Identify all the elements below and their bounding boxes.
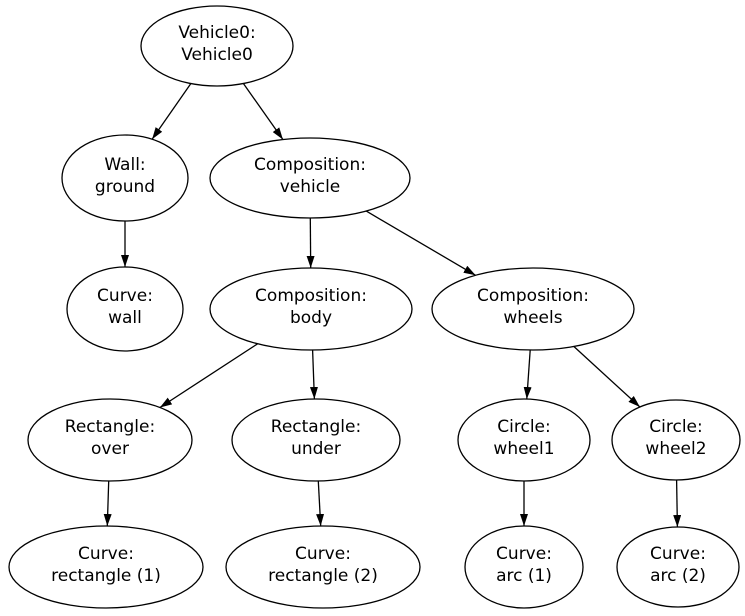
node-ellipse-circle-wheel1 (457, 398, 591, 482)
node-ellipse-curve-arc-2 (616, 526, 740, 608)
edge-composition-wheels-to-circle-wheel2 (573, 346, 641, 408)
node-label-line2-circle-wheel1: wheel1 (493, 439, 554, 459)
node-curve-rectangle-1: Curve:rectangle (1) (8, 525, 204, 609)
node-ellipse-curve-wall (66, 266, 184, 352)
node-composition-wheels: Composition:wheels (431, 267, 635, 351)
node-label-line1-curve-rectangle-2: Curve: (295, 544, 351, 564)
edge-vehicle0-to-composition-vehicle (242, 83, 284, 140)
edge-composition-body-to-rectangle-over (159, 343, 258, 409)
node-label-line2-curve-wall: wall (108, 308, 142, 328)
edge-composition-wheels-to-circle-wheel1 (523, 349, 532, 400)
node-label-line1-curve-rectangle-1: Curve: (78, 544, 134, 564)
edge-vehicle0-to-wall-ground (151, 83, 192, 140)
node-composition-vehicle: Composition:vehicle (209, 137, 411, 219)
node-ellipse-rectangle-over (27, 398, 193, 482)
node-curve-arc-1: Curve:arc (1) (464, 525, 584, 609)
node-ellipse-composition-body (209, 267, 413, 351)
edge-composition-body-to-rectangle-under (309, 349, 318, 400)
node-ellipse-composition-wheels (431, 267, 635, 351)
node-label-line2-curve-arc-2: arc (2) (650, 566, 706, 586)
node-label-line2-composition-body: body (290, 308, 332, 328)
node-label-line2-curve-arc-1: arc (1) (496, 566, 552, 586)
node-label-line1-rectangle-under: Rectangle: (271, 417, 361, 437)
node-curve-rectangle-2: Curve:rectangle (2) (225, 525, 421, 609)
node-ellipse-wall-ground (61, 134, 189, 222)
node-ellipse-rectangle-under (231, 398, 401, 482)
node-rectangle-over: Rectangle:over (27, 398, 193, 482)
node-vehicle0: Vehicle0:Vehicle0 (140, 5, 294, 87)
node-label-line1-rectangle-over: Rectangle: (65, 417, 155, 437)
node-label-line1-vehicle0: Vehicle0: (178, 23, 255, 43)
node-label-line1-composition-vehicle: Composition: (254, 155, 366, 175)
node-ellipse-composition-vehicle (209, 137, 411, 219)
node-ellipse-circle-wheel2 (611, 399, 741, 481)
node-label-line1-composition-wheels: Composition: (477, 286, 589, 306)
node-label-line1-circle-wheel2: Circle: (649, 417, 702, 437)
edge-composition-vehicle-to-composition-wheels (365, 210, 476, 276)
node-label-line2-curve-rectangle-1: rectangle (1) (51, 566, 161, 586)
node-label-line2-curve-rectangle-2: rectangle (2) (268, 566, 378, 586)
node-label-line1-circle-wheel1: Circle: (497, 417, 550, 437)
edge-layer (103, 83, 682, 528)
node-label-line1-composition-body: Composition: (255, 286, 367, 306)
node-ellipse-curve-rectangle-1 (8, 525, 204, 609)
node-wall-ground: Wall:ground (61, 134, 189, 222)
edge-rectangle-under-to-curve-rectangle-2 (316, 480, 325, 527)
node-label-line1-wall-ground: Wall: (104, 155, 145, 175)
node-circle-wheel2: Circle:wheel2 (611, 399, 741, 481)
node-label-line2-rectangle-over: over (91, 439, 129, 459)
node-curve-wall: Curve:wall (66, 266, 184, 352)
node-label-line2-composition-wheels: wheels (503, 308, 562, 328)
node-ellipse-curve-arc-1 (464, 525, 584, 609)
node-label-line1-curve-wall: Curve: (97, 286, 153, 306)
node-circle-wheel1: Circle:wheel1 (457, 398, 591, 482)
node-label-line2-circle-wheel2: wheel2 (645, 439, 706, 459)
node-layer: Vehicle0:Vehicle0Wall:groundComposition:… (8, 5, 741, 609)
node-curve-arc-2: Curve:arc (2) (616, 526, 740, 608)
node-label-line1-curve-arc-2: Curve: (650, 544, 706, 564)
node-label-line2-composition-vehicle: vehicle (280, 177, 341, 197)
node-label-line2-rectangle-under: under (291, 439, 341, 459)
node-label-line2-wall-ground: ground (95, 177, 155, 197)
node-ellipse-vehicle0 (140, 5, 294, 87)
node-composition-body: Composition:body (209, 267, 413, 351)
edge-circle-wheel2-to-curve-arc-2 (673, 479, 682, 528)
node-ellipse-curve-rectangle-2 (225, 525, 421, 609)
node-label-line1-curve-arc-1: Curve: (496, 544, 552, 564)
node-rectangle-under: Rectangle:under (231, 398, 401, 482)
edge-rectangle-over-to-curve-rectangle-1 (103, 480, 112, 527)
node-label-line2-vehicle0: Vehicle0 (181, 45, 253, 65)
